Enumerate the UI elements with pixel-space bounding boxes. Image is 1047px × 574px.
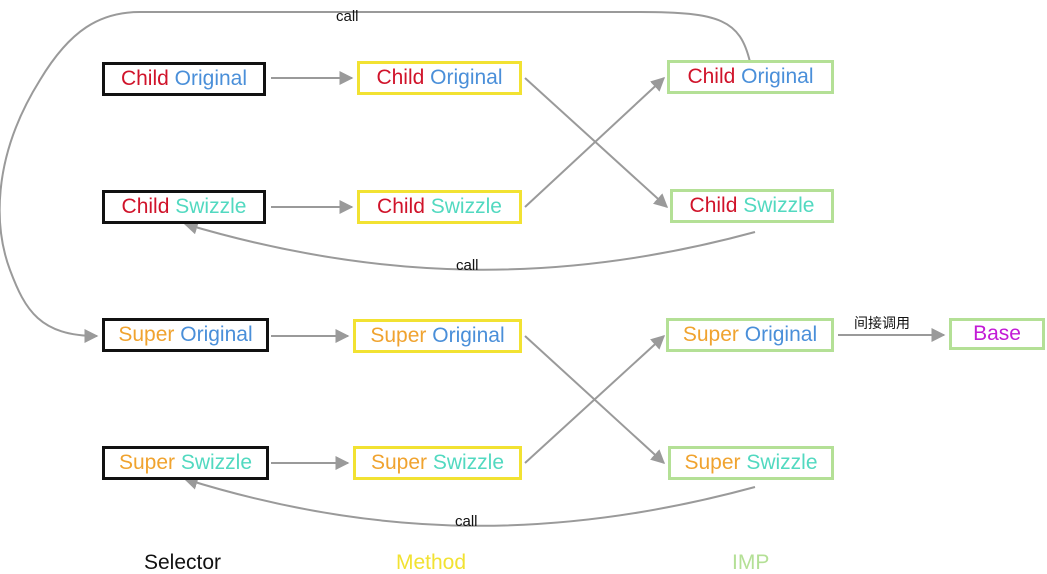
selector-child-original-prefix: Child <box>120 67 169 90</box>
selector-super-swizzle-prefix: Super <box>118 451 175 474</box>
method-super-swizzle-suffix: Swizzle <box>432 451 505 474</box>
imp-super-swizzle: Super Swizzle <box>668 446 834 480</box>
arrow-call-super <box>183 476 756 527</box>
imp-super-swizzle-prefix: Super <box>684 451 741 474</box>
arrow-method-child-original-to-imp-child-swizzle <box>524 77 669 208</box>
imp-child-swizzle-prefix: Child <box>689 194 738 217</box>
imp-child-original-suffix: Original <box>741 65 814 88</box>
method-super-original-prefix: Super <box>370 324 427 347</box>
imp-super-original: Super Original <box>666 318 834 352</box>
column-label-method: Method <box>396 551 467 574</box>
arrow-call-child <box>183 220 756 271</box>
method-super-swizzle-prefix: Super <box>370 451 427 474</box>
selector-super-original-prefix: Super <box>118 323 175 346</box>
imp-super-swizzle-suffix: Swizzle <box>746 451 818 474</box>
selector-child-swizzle: Child Swizzle <box>102 190 266 224</box>
base-node: Base <box>949 318 1045 350</box>
column-label-imp: IMP <box>732 551 770 574</box>
column-label-selector: Selector <box>144 551 222 574</box>
selector-child-original: Child Original <box>102 62 266 96</box>
arrow-call-top <box>0 11 751 343</box>
method-child-swizzle-suffix: Swizzle <box>430 195 502 218</box>
imp-child-original: Child Original <box>667 60 834 94</box>
selector-child-swizzle-suffix: Swizzle <box>175 195 247 218</box>
call-label-super: call <box>455 513 478 530</box>
selector-super-swizzle: Super Swizzle <box>102 446 269 480</box>
method-child-swizzle: Child Swizzle <box>357 190 522 224</box>
method-super-original: Super Original <box>353 319 522 353</box>
imp-super-original-prefix: Super <box>682 323 739 346</box>
base-label: Base <box>973 322 1021 345</box>
imp-child-original-prefix: Child <box>687 65 736 88</box>
selector-super-original: Super Original <box>102 318 269 352</box>
method-child-original: Child Original <box>357 61 522 95</box>
method-child-original-prefix: Child <box>376 66 425 89</box>
method-super-swizzle: Super Swizzle <box>353 446 522 480</box>
arrow-method-child-swizzle-to-imp-child-original <box>524 77 666 208</box>
imp-child-swizzle: Child Swizzle <box>670 189 834 223</box>
selector-super-swizzle-suffix: Swizzle <box>180 451 253 474</box>
method-child-original-suffix: Original <box>430 66 503 89</box>
selector-super-original-suffix: Original <box>180 323 253 346</box>
selector-child-swizzle-prefix: Child <box>121 195 170 218</box>
imp-child-swizzle-suffix: Swizzle <box>743 194 815 217</box>
method-super-original-suffix: Original <box>432 324 505 347</box>
call-label-child: call <box>456 257 479 274</box>
method-child-swizzle-prefix: Child <box>377 195 425 218</box>
selector-child-original-suffix: Original <box>174 67 248 90</box>
arrow-method-super-swizzle-to-imp-super-original <box>524 335 666 464</box>
indirect-call-label: 间接调用 <box>854 315 910 331</box>
call-label-top: call <box>336 8 359 25</box>
imp-super-original-suffix: Original <box>744 323 818 346</box>
